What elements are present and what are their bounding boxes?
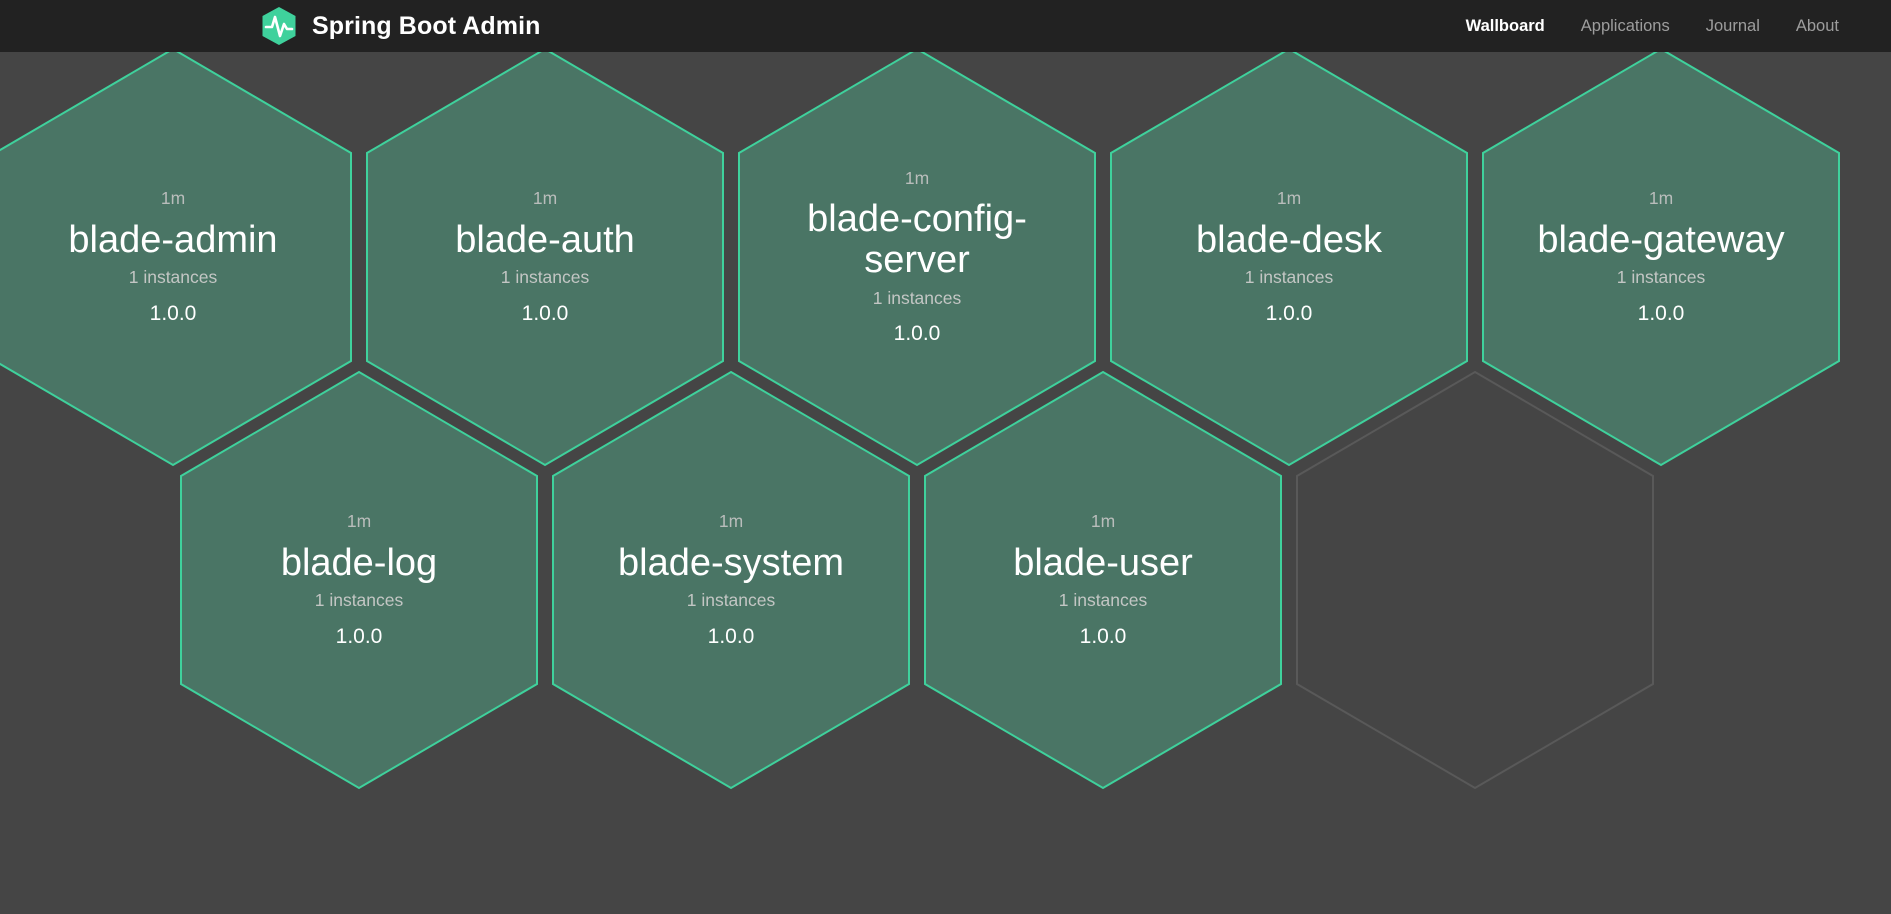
brand-home-link[interactable]: Spring Boot Admin bbox=[258, 5, 541, 47]
application-hex-blade-log[interactable]: 1m blade-log 1 instances 1.0.0 bbox=[176, 369, 542, 791]
top-navbar: Spring Boot Admin Wallboard Applications… bbox=[0, 0, 1891, 52]
nav-item-about[interactable]: About bbox=[1795, 17, 1839, 35]
heartbeat-hexagon-logo-icon bbox=[258, 5, 300, 47]
application-hex-grid: 1m blade-admin 1 instances 1.0.0 1m blad… bbox=[0, 52, 1891, 914]
nav-item-wallboard[interactable]: Wallboard bbox=[1465, 17, 1545, 35]
application-hex-blade-user[interactable]: 1m blade-user 1 instances 1.0.0 bbox=[920, 369, 1286, 791]
empty-hex-placeholder bbox=[1292, 369, 1658, 791]
wallboard-panel: 1m blade-admin 1 instances 1.0.0 1m blad… bbox=[0, 52, 1891, 914]
nav-item-journal[interactable]: Journal bbox=[1705, 17, 1760, 35]
nav-item-applications[interactable]: Applications bbox=[1580, 17, 1670, 35]
main-navigation: Wallboard Applications Journal About bbox=[1448, 0, 1857, 52]
application-hex-blade-system[interactable]: 1m blade-system 1 instances 1.0.0 bbox=[548, 369, 914, 791]
brand-title: Spring Boot Admin bbox=[312, 11, 541, 40]
